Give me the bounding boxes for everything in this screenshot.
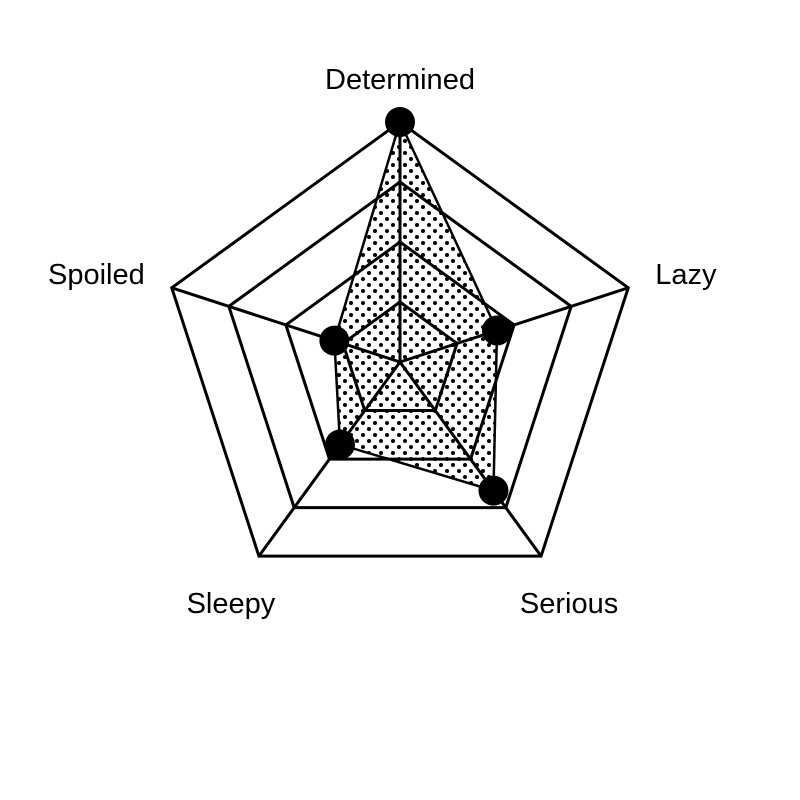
grid-ring-3 [227, 180, 573, 510]
axis-labels: Determined Lazy Serious Sleepy Spoiled [48, 64, 717, 620]
axis-label-serious: Serious [520, 588, 618, 620]
data-point-determined [385, 107, 415, 137]
grid-ring-4 [169, 120, 631, 558]
data-point-lazy [482, 315, 513, 346]
data-point-spoiled [319, 325, 350, 356]
axis-label-determined: Determined [325, 64, 475, 96]
axis-label-lazy: Lazy [655, 259, 717, 291]
series-area [333, 118, 499, 493]
axis-label-spoiled: Spoiled [48, 259, 145, 291]
axis-label-sleepy: Sleepy [187, 588, 276, 620]
data-point-sleepy [325, 429, 356, 460]
data-point-serious [478, 475, 509, 506]
radar-series [319, 107, 513, 506]
